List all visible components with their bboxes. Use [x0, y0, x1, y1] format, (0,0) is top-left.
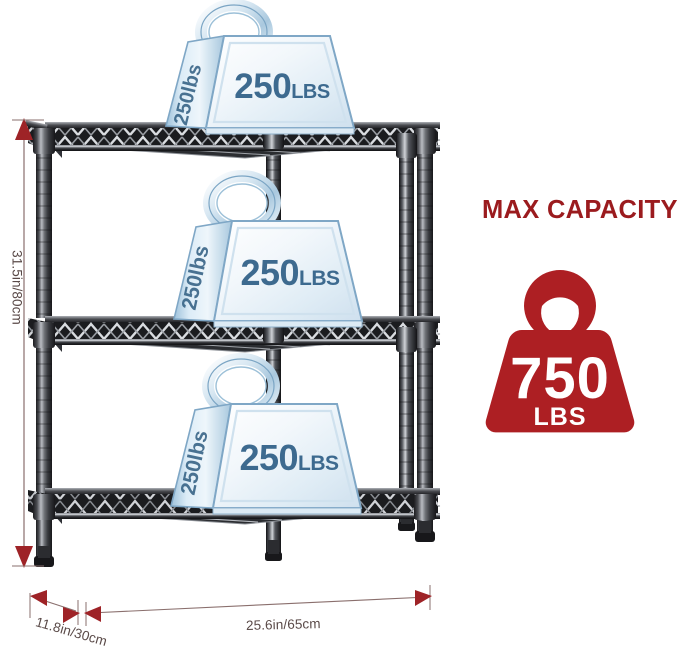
dimension-width: [84, 585, 432, 626]
dimension-height: [12, 118, 44, 568]
rack-front-feet: [34, 521, 435, 567]
max-capacity-unit: LBS: [534, 403, 587, 431]
weight-250lbs-bottom: 250lbs 250LBS: [169, 353, 363, 515]
max-capacity-title: MAX CAPACITY: [482, 196, 678, 224]
weight-250lbs-top: 250lbs 250LBS: [164, 0, 356, 135]
max-capacity-weight-icon: 750 LBS: [485, 270, 635, 433]
shelf-middle: [28, 316, 441, 353]
dimension-height-label: 31.5in/80cm: [9, 250, 25, 325]
dimension-depth: [29, 590, 80, 625]
max-capacity-value: 750: [510, 346, 610, 411]
dimension-width-label: 25.6in/65cm: [245, 616, 321, 633]
dimension-annotations: [12, 118, 432, 626]
rack-front-posts-upper: [33, 124, 436, 318]
weight-250lbs-middle: 250lbs 250LBS: [172, 170, 364, 328]
